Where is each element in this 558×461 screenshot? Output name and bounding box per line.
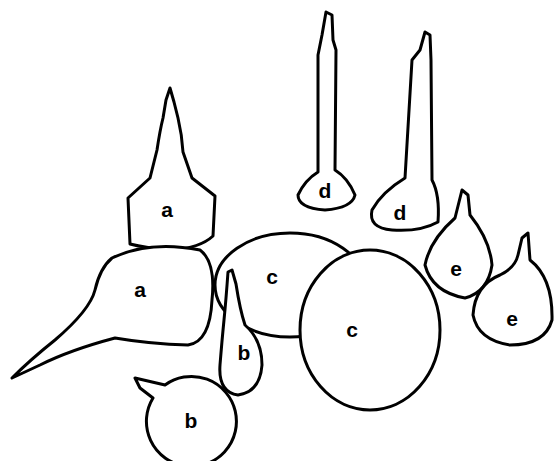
seed-c: c xyxy=(296,246,444,414)
part-letter: e xyxy=(506,308,518,329)
part-letter: a xyxy=(161,199,173,220)
seed-d: d xyxy=(294,8,360,214)
seed-outline-path xyxy=(135,376,236,461)
part-letter: d xyxy=(319,180,332,201)
seed-outline xyxy=(469,229,557,349)
seed-outline-path xyxy=(473,233,552,345)
part-letter: d xyxy=(394,202,407,223)
seed-outline xyxy=(124,84,220,254)
seed-b: b xyxy=(131,368,246,461)
seed-outline-path xyxy=(425,190,492,298)
seed-outline-path xyxy=(371,32,438,230)
seed-outline-path xyxy=(300,250,440,410)
part-letter: b xyxy=(185,410,198,431)
seed-a: a xyxy=(124,84,220,254)
seed-outline-path xyxy=(12,246,213,378)
seed-outline xyxy=(6,240,218,382)
seed-e: e xyxy=(469,229,557,349)
part-letter: e xyxy=(450,258,462,279)
seed-b: b xyxy=(214,266,266,399)
seed-outline-path xyxy=(128,88,215,250)
seed-d: d xyxy=(364,28,444,234)
part-letter: a xyxy=(134,279,146,300)
seed-outline xyxy=(296,246,444,414)
part-letter: c xyxy=(346,319,358,340)
seed-outline-path xyxy=(298,12,355,210)
seed-outline xyxy=(214,266,266,399)
seed-a: a xyxy=(6,240,218,382)
part-letter: b xyxy=(238,342,251,363)
part-letter: c xyxy=(266,266,278,287)
seed-outline-path xyxy=(220,270,262,395)
